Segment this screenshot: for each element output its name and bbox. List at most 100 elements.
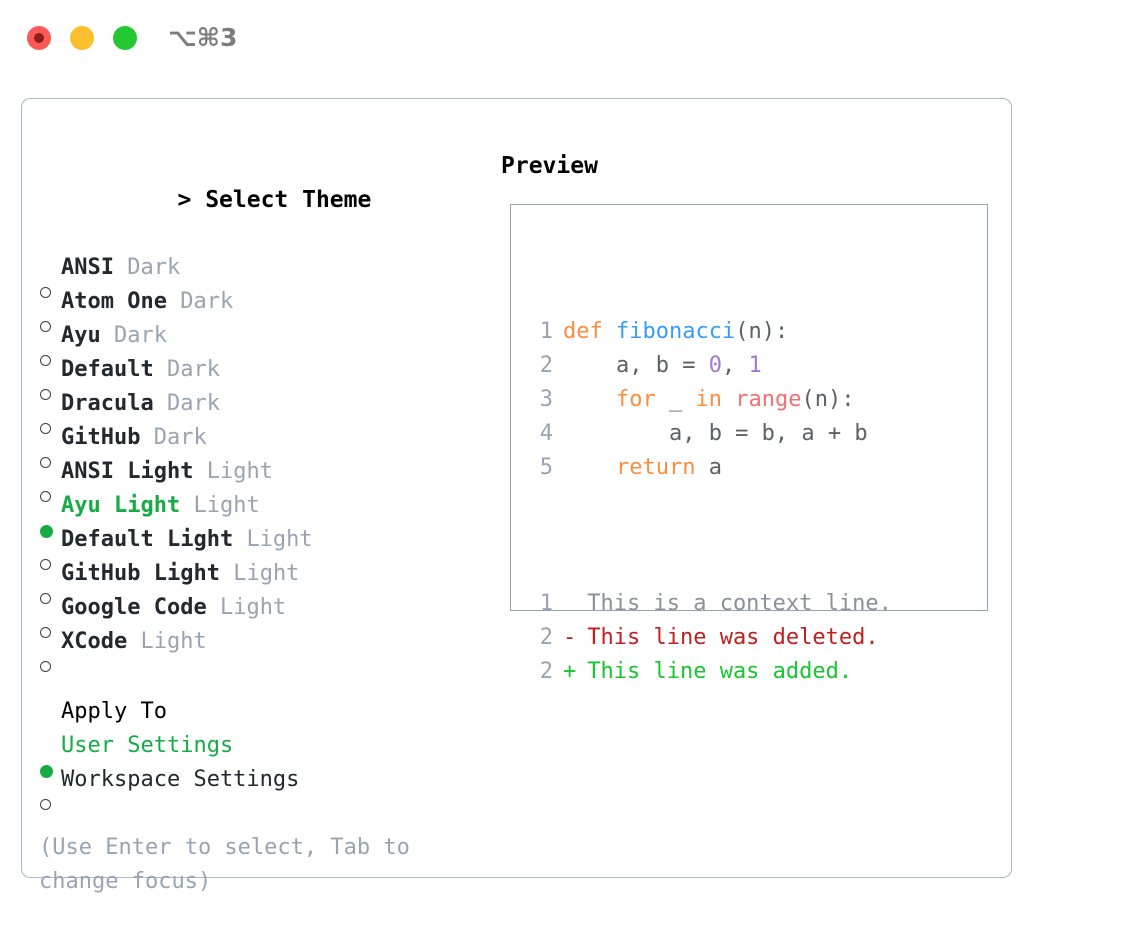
spacer xyxy=(207,591,220,625)
theme-option-tag: Light xyxy=(140,629,207,654)
code-line: 2 a, b = 0, 1 xyxy=(527,349,892,383)
theme-option-label: GitHub xyxy=(61,425,141,450)
theme-option-tag: Dark xyxy=(114,323,167,348)
line-number: 1 xyxy=(539,591,553,616)
apply-to-option-label: Workspace Settings xyxy=(61,767,300,792)
theme-option-label: Ayu xyxy=(61,323,101,348)
line-number: 4 xyxy=(539,421,553,446)
close-button-icon[interactable] xyxy=(27,26,51,50)
code-token: fibonacci xyxy=(615,319,736,344)
theme-option-tag: Light xyxy=(233,561,300,586)
preview-column: Preview xyxy=(501,149,991,183)
theme-option-tag: Dark xyxy=(153,425,207,450)
line-number: 2 xyxy=(539,659,553,684)
maximize-button-icon[interactable] xyxy=(113,26,137,50)
code-token xyxy=(563,455,616,480)
spacer xyxy=(167,285,180,319)
theme-option-label: Google Code xyxy=(61,595,207,620)
theme-option-tag: Light xyxy=(206,459,273,484)
line-number: 5 xyxy=(539,455,553,480)
minimize-button-icon[interactable] xyxy=(70,26,94,50)
theme-option-ansi[interactable]: ANSI Dark xyxy=(39,251,479,298)
apply-to-option-workspace-settings[interactable]: Workspace Settings xyxy=(39,763,479,810)
code-token xyxy=(722,387,735,412)
apply-to-option-user-settings[interactable]: User Settings xyxy=(39,729,479,778)
theme-option-ansi-light[interactable]: ANSI Light Light xyxy=(39,455,479,502)
theme-option-default-light[interactable]: Default Light Light xyxy=(39,523,479,570)
apply-to-option-label: User Settings xyxy=(61,733,234,758)
spacer xyxy=(101,319,114,353)
code-line: 3 for _ in range(n): xyxy=(527,383,892,417)
theme-option-tag: Dark xyxy=(166,357,220,382)
help-hint-text: (Use Enter to select, Tab to change focu… xyxy=(39,835,410,894)
theme-option-tag: Light xyxy=(219,595,287,620)
diff-line: 2- This line was deleted. xyxy=(527,621,892,655)
window-controls xyxy=(27,26,137,50)
spacer xyxy=(114,251,127,285)
code-line: 1 def fibonacci(n): xyxy=(527,315,892,349)
theme-option-label: ANSI Light xyxy=(61,459,194,484)
code-token: range xyxy=(735,387,802,412)
diff-text: This is a context line. xyxy=(574,591,892,616)
code-token: , xyxy=(721,353,749,378)
code-line: 4 a, b = b, a + b xyxy=(527,417,892,451)
diff-text: This line was deleted. xyxy=(574,625,879,650)
line-number: 2 xyxy=(539,353,553,378)
diff-line: 2 + This line was added. xyxy=(527,655,892,689)
code-token: (n): xyxy=(735,319,789,344)
code-token: 0 xyxy=(708,353,722,378)
spacer xyxy=(233,523,246,557)
spacer xyxy=(180,489,193,523)
theme-option-tag: Dark xyxy=(166,391,220,416)
theme-option-github[interactable]: GitHub Dark xyxy=(39,421,479,468)
code-line: 5 return a xyxy=(527,451,892,485)
theme-option-label: GitHub Light xyxy=(61,561,220,586)
apply-to-heading: Apply To xyxy=(61,699,167,724)
spacer xyxy=(154,387,167,421)
code-token: (n): xyxy=(801,387,855,412)
spacer xyxy=(193,455,206,489)
theme-option-tag: Light xyxy=(193,493,260,518)
theme-option-label: Ayu Light xyxy=(61,493,181,518)
theme-option-tag: Dark xyxy=(180,289,234,314)
theme-option-ayu-light[interactable]: Ayu Light Light xyxy=(39,489,479,538)
select-theme-heading: > Select Theme xyxy=(39,149,479,251)
select-theme-heading-label: Select Theme xyxy=(205,187,372,213)
code-token: a, b = b, a + b xyxy=(563,421,868,446)
theme-option-github-light[interactable]: GitHub Light Light xyxy=(39,557,479,604)
diff-text: This line was added. xyxy=(574,659,853,684)
code-token: 1 xyxy=(748,353,762,378)
theme-option-dracula[interactable]: Dracula Dark xyxy=(39,387,479,434)
diff-sign: + xyxy=(563,659,577,684)
line-number: 1 xyxy=(539,319,553,344)
theme-option-google-code[interactable]: Google Code Light xyxy=(39,591,479,638)
caret-icon: > xyxy=(177,187,206,213)
theme-option-label: Default Light xyxy=(61,527,234,552)
code-token xyxy=(563,387,616,412)
code-token: a, b = xyxy=(563,353,709,378)
theme-option-ayu[interactable]: Ayu Dark xyxy=(39,319,479,366)
theme-option-xcode[interactable]: XCode Light xyxy=(39,625,479,672)
spacer xyxy=(154,353,167,387)
code-token: return xyxy=(615,455,696,480)
theme-option-atom-one[interactable]: Atom One Dark xyxy=(39,285,479,332)
theme-option-tag: Light xyxy=(246,527,313,552)
theme-option-default[interactable]: Default Dark xyxy=(39,353,479,400)
theme-option-label: XCode xyxy=(61,629,128,654)
code-token: a xyxy=(695,455,722,480)
diff-sign: - xyxy=(563,625,577,650)
line-number: 2 xyxy=(539,625,553,650)
code-token: def xyxy=(563,319,616,344)
code-token: for xyxy=(615,387,656,412)
diff-lines: 1 This is a context line. 2- This line wa… xyxy=(527,587,892,689)
theme-option-label: Atom One xyxy=(61,289,167,314)
preview-heading: Preview xyxy=(501,153,598,179)
